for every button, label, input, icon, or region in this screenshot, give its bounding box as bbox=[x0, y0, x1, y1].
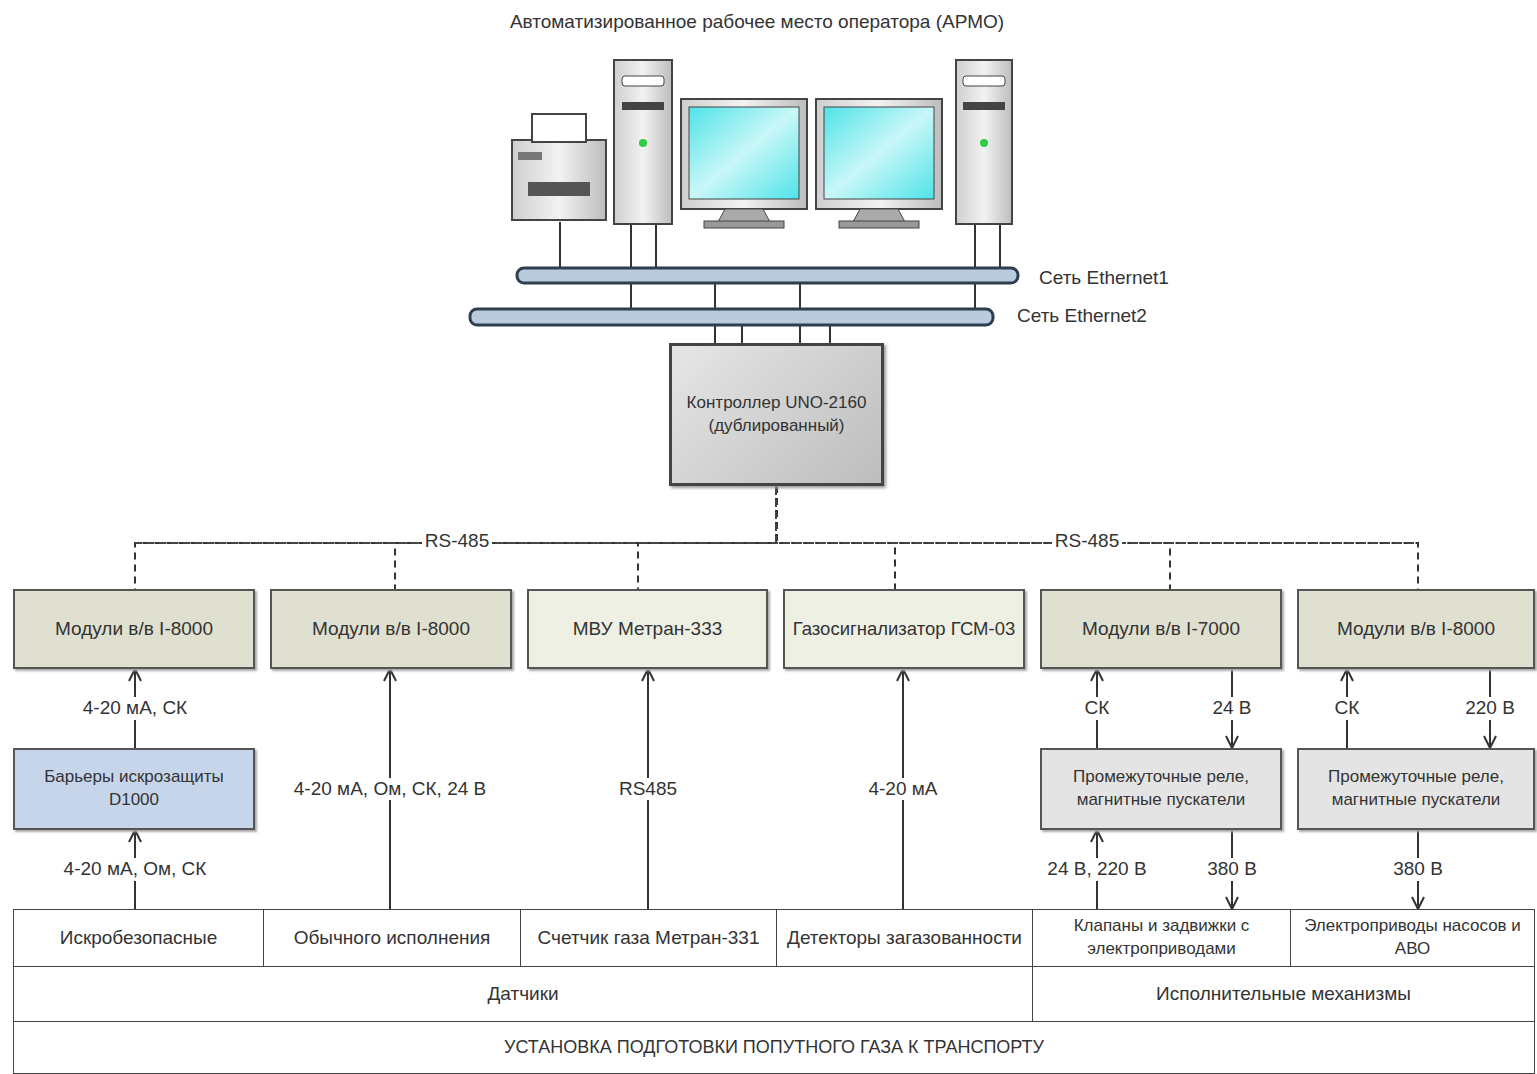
table-cell: Датчики bbox=[13, 966, 1033, 1022]
box-text: Модули в/в I-8000 bbox=[49, 614, 219, 644]
network-label: Сеть Ethernet2 bbox=[1014, 305, 1150, 328]
box-text: Исполнительные механизмы bbox=[1150, 979, 1417, 1009]
signal-label: 4-20 мА, Ом, СК bbox=[61, 858, 210, 881]
signal-label: 4-20 мА, Ом, СК, 24 В bbox=[291, 778, 489, 801]
controller-box: Контроллер UNO-2160 (дублированный) bbox=[669, 343, 884, 486]
rs485-link bbox=[395, 486, 777, 589]
table-cell: Искробезопасные bbox=[13, 909, 264, 967]
relay-box: Промежуточные реле, магнитные пускатели bbox=[1297, 748, 1535, 830]
box-text: МВУ Метран-333 bbox=[567, 614, 729, 644]
box-text: Промежуточные реле, магнитные пускатели bbox=[1042, 764, 1280, 814]
box-text: Газосигнализатор ГСМ-03 bbox=[787, 615, 1021, 644]
table-cell: Электроприводы насосов и АВО bbox=[1290, 909, 1535, 967]
gas-alarm-box: Газосигнализатор ГСМ-03 bbox=[783, 589, 1025, 669]
box-text: УСТАНОВКА ПОДГОТОВКИ ПОПУТНОГО ГАЗА К ТР… bbox=[498, 1033, 1050, 1061]
signal-label: СК bbox=[1082, 697, 1113, 720]
table-cell: Детекторы загазованности bbox=[776, 909, 1033, 967]
box-text: Промежуточные реле, магнитные пускатели bbox=[1299, 764, 1533, 814]
barrier-box: Барьеры искрозащиты D1000 bbox=[13, 748, 255, 830]
box-text: Модули в/в I-8000 bbox=[306, 614, 476, 644]
table-cell: Счетчик газа Метран-331 bbox=[520, 909, 777, 967]
io-module-box: Модули в/в I-8000 bbox=[1297, 589, 1535, 669]
converter-box: МВУ Метран-333 bbox=[527, 589, 768, 669]
signal-label: 24 В, 220 В bbox=[1044, 858, 1149, 881]
box-text: Модули в/в I-7000 bbox=[1076, 614, 1246, 644]
signal-label: 220 В bbox=[1462, 697, 1518, 720]
table-cell: Обычного исполнения bbox=[263, 909, 521, 967]
io-module-box: Модули в/в I-7000 bbox=[1040, 589, 1282, 669]
rs485-link bbox=[638, 486, 777, 589]
rs485-link bbox=[135, 486, 777, 589]
box-text: Детекторы загазованности bbox=[781, 923, 1028, 953]
diagram-title: Автоматизированное рабочее место операто… bbox=[507, 11, 1007, 34]
signal-label: 380 В bbox=[1204, 858, 1260, 881]
box-text: Искробезопасные bbox=[54, 923, 224, 953]
bus-label: RS-485 bbox=[422, 530, 492, 553]
signal-label: 380 В bbox=[1390, 858, 1446, 881]
box-text: Обычного исполнения bbox=[288, 923, 497, 953]
relay-box: Промежуточные реле, магнитные пускатели bbox=[1040, 748, 1282, 830]
signal-label: RS485 bbox=[616, 778, 680, 801]
io-module-box: Модули в/в I-8000 bbox=[270, 589, 512, 669]
signal-label: СК bbox=[1332, 697, 1363, 720]
table-band: УСТАНОВКА ПОДГОТОВКИ ПОПУТНОГО ГАЗА К ТР… bbox=[13, 1021, 1535, 1074]
rs485-link bbox=[777, 486, 1171, 589]
bus-label: RS-485 bbox=[1052, 530, 1122, 553]
signal-label: 4-20 мА bbox=[865, 778, 940, 801]
box-text: Модули в/в I-8000 bbox=[1331, 614, 1501, 644]
table-cell: Клапаны и задвижки с электроприводами bbox=[1032, 909, 1291, 967]
box-text: Датчики bbox=[481, 979, 564, 1009]
box-text: Клапаны и задвижки с электроприводами bbox=[1033, 913, 1290, 963]
signal-label: 4-20 мА, СК bbox=[80, 697, 190, 720]
io-module-box: Модули в/в I-8000 bbox=[13, 589, 255, 669]
box-text: Контроллер UNO-2160 (дублированный) bbox=[672, 390, 881, 440]
network-label: Сеть Ethernet1 bbox=[1036, 267, 1172, 290]
rs485-link bbox=[777, 486, 1419, 589]
box-text: Барьеры искрозащиты D1000 bbox=[15, 764, 253, 814]
box-text: Электроприводы насосов и АВО bbox=[1291, 913, 1534, 963]
box-text: Счетчик газа Метран-331 bbox=[532, 923, 766, 953]
table-cell: Исполнительные механизмы bbox=[1032, 966, 1535, 1022]
signal-label: 24 В bbox=[1209, 697, 1254, 720]
rs485-link bbox=[777, 486, 896, 589]
